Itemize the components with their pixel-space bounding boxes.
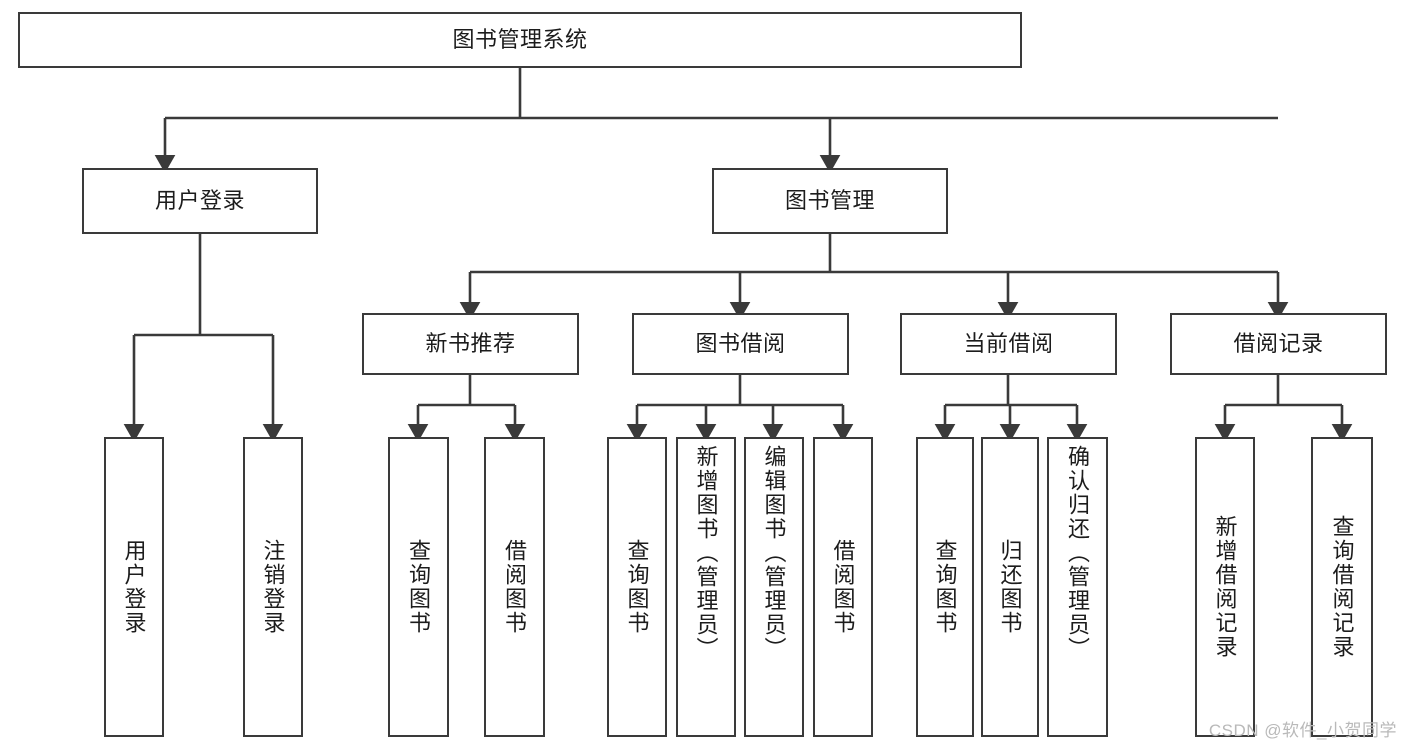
node-leaf-return-book[interactable]: 归还图书 [981,437,1039,737]
node-leaf-borrow-book-1-label: 借阅图书 [502,539,528,635]
node-book-management-label: 图书管理 [784,188,875,214]
node-leaf-add-record-label: 新增借阅记录 [1212,515,1238,659]
node-leaf-logout-login-label: 注销登录 [260,539,286,635]
node-leaf-user-login[interactable]: 用户登录 [104,437,164,737]
node-current-borrow[interactable]: 当前借阅 [900,313,1117,375]
node-book-borrow-label: 图书借阅 [695,331,786,357]
node-leaf-edit-book[interactable]: 编辑图书（管理员） [744,437,804,737]
node-book-management[interactable]: 图书管理 [712,168,948,234]
node-leaf-borrow-book-2-label: 借阅图书 [830,539,856,635]
node-leaf-query-record-label: 查询借阅记录 [1329,515,1355,659]
node-borrow-record[interactable]: 借阅记录 [1170,313,1387,375]
node-new-book-recommend-label: 新书推荐 [425,331,516,357]
node-leaf-query-record[interactable]: 查询借阅记录 [1311,437,1373,737]
node-leaf-confirm-return[interactable]: 确认归还（管理员） [1047,437,1108,737]
node-root-label: 图书管理系统 [452,27,588,53]
node-user-login-label: 用户登录 [154,188,245,214]
node-borrow-record-label: 借阅记录 [1233,331,1324,357]
node-book-borrow[interactable]: 图书借阅 [632,313,849,375]
node-leaf-return-book-label: 归还图书 [997,539,1023,635]
node-leaf-query-book-2[interactable]: 查询图书 [607,437,667,737]
node-leaf-borrow-book-1[interactable]: 借阅图书 [484,437,545,737]
node-leaf-add-record[interactable]: 新增借阅记录 [1195,437,1255,737]
node-leaf-query-book-1[interactable]: 查询图书 [388,437,449,737]
node-leaf-add-book[interactable]: 新增图书（管理员） [676,437,736,737]
node-new-book-recommend[interactable]: 新书推荐 [362,313,579,375]
node-leaf-edit-book-label: 编辑图书（管理员） [761,445,787,661]
node-root[interactable]: 图书管理系统 [18,12,1022,68]
node-leaf-query-book-2-label: 查询图书 [624,539,650,635]
node-user-login[interactable]: 用户登录 [82,168,318,234]
node-leaf-query-book-3[interactable]: 查询图书 [916,437,974,737]
node-leaf-add-book-label: 新增图书（管理员） [693,445,719,661]
node-current-borrow-label: 当前借阅 [963,331,1054,357]
node-leaf-borrow-book-2[interactable]: 借阅图书 [813,437,873,737]
node-leaf-confirm-return-label: 确认归还（管理员） [1065,445,1091,661]
node-leaf-query-book-1-label: 查询图书 [406,539,432,635]
node-leaf-logout-login[interactable]: 注销登录 [243,437,303,737]
node-leaf-user-login-label: 用户登录 [121,539,147,635]
node-leaf-query-book-3-label: 查询图书 [932,539,958,635]
